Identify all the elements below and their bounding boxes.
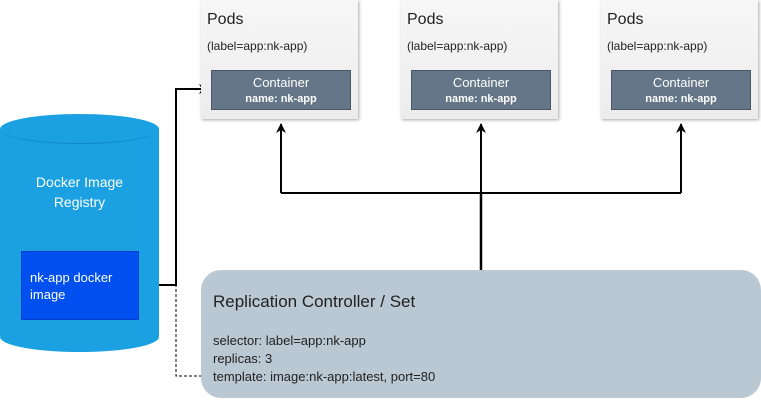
container-box: Container name: nk-app xyxy=(211,70,351,110)
controller-template: template: image:nk-app:latest, port=80 xyxy=(213,369,436,384)
docker-image-box: nk-app docker image xyxy=(21,251,139,320)
pod-3: Pods (label=app:nk-app) Container name: … xyxy=(601,0,758,119)
pod-2: Pods (label=app:nk-app) Container name: … xyxy=(401,0,558,119)
container-name: name: nk-app xyxy=(445,93,517,105)
registry-title-line-2: Registry xyxy=(53,194,106,210)
docker-image-label-line-1: nk-app docker xyxy=(30,270,113,285)
registry-cylinder-rim xyxy=(0,114,159,144)
pod-title: Pods xyxy=(607,11,644,28)
pod-title: Pods xyxy=(407,11,444,28)
controller-selector: selector: label=app:nk-app xyxy=(213,333,366,348)
container-name: name: nk-app xyxy=(645,93,717,105)
pod-title: Pods xyxy=(207,11,244,28)
pod-label: (label=app:nk-app) xyxy=(407,39,508,53)
container-name: name: nk-app xyxy=(245,93,317,105)
pod-label: (label=app:nk-app) xyxy=(607,39,708,53)
docker-image-label: nk-app docker image xyxy=(30,269,112,303)
docker-image-label-line-2: image xyxy=(30,287,66,302)
controller-title: Replication Controller / Set xyxy=(213,292,416,311)
template-to-image-dashed xyxy=(175,286,212,377)
container-title: Container xyxy=(452,75,510,90)
pod-label: (label=app:nk-app) xyxy=(207,39,308,53)
container-title: Container xyxy=(652,75,710,90)
registry-title: Docker Image Registry xyxy=(0,172,159,212)
container-title: Container xyxy=(252,75,310,90)
controller-replicas: replicas: 3 xyxy=(213,351,273,366)
replication-controller: Replication Controller / Set selector: l… xyxy=(201,270,761,398)
pod-1: Pods (label=app:nk-app) Container name: … xyxy=(201,0,358,119)
registry-title-line-1: Docker Image xyxy=(35,174,124,190)
container-box: Container name: nk-app xyxy=(611,70,751,110)
container-box: Container name: nk-app xyxy=(411,70,551,110)
